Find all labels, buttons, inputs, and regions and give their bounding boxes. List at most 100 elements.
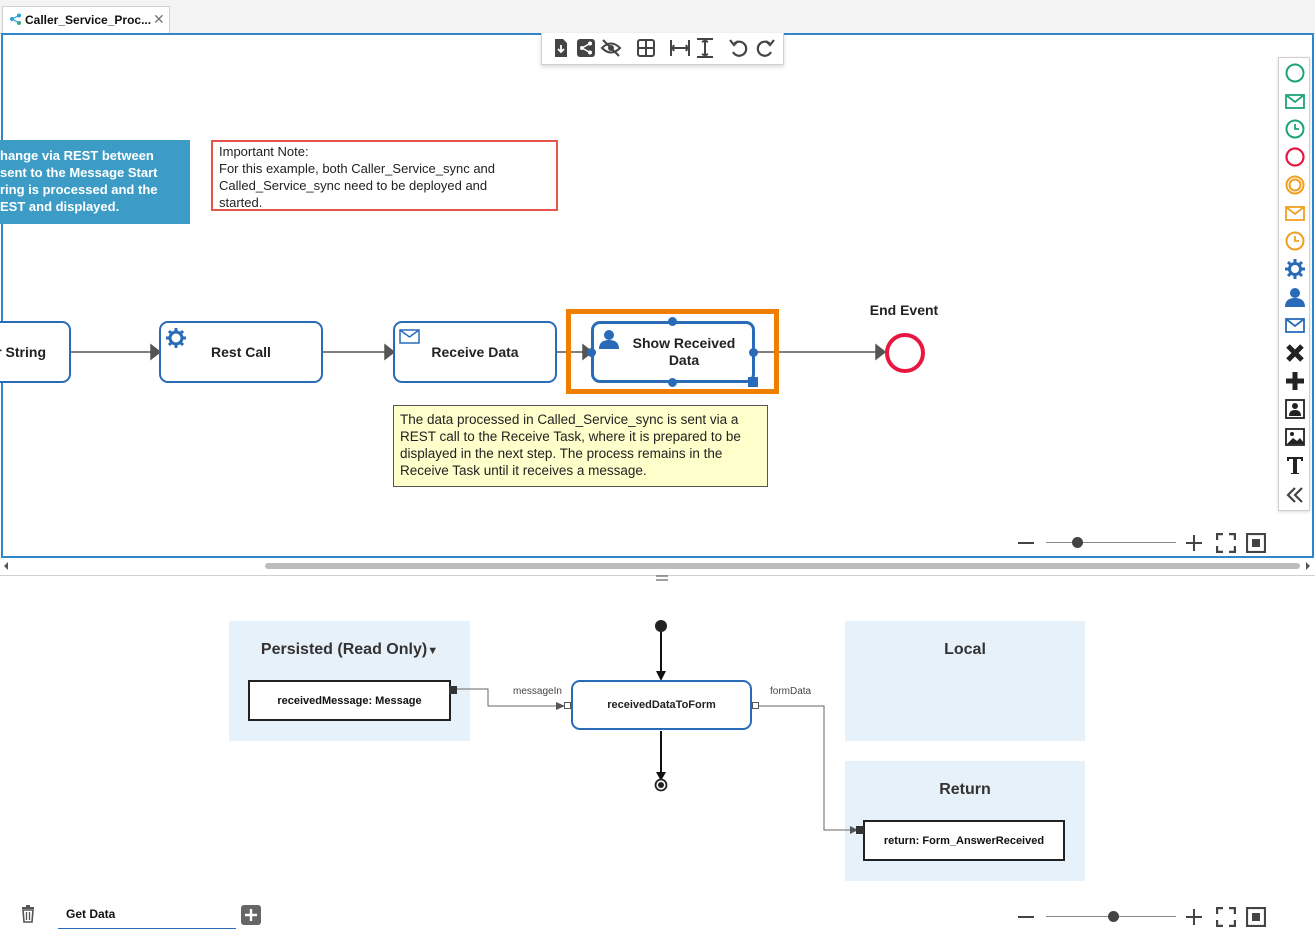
redo-icon[interactable] xyxy=(754,37,776,59)
end-event[interactable] xyxy=(885,333,925,373)
flow-out-arrow xyxy=(656,772,666,781)
blue-annotation-line: hange via REST between xyxy=(0,148,154,163)
important-note-annotation[interactable]: Important Note: For this example, both C… xyxy=(211,140,558,211)
input-port[interactable] xyxy=(564,702,571,709)
fit-to-screen-icon[interactable] xyxy=(1246,533,1266,553)
receive-task-icon[interactable] xyxy=(1284,314,1306,336)
zoom-in-icon[interactable] xyxy=(1184,533,1204,553)
fit-to-screen-icon[interactable] xyxy=(1246,907,1266,927)
received-message-field[interactable]: receivedMessage: Message xyxy=(248,680,451,721)
scroll-right-icon[interactable] xyxy=(1304,561,1312,571)
scrollbar-thumb[interactable] xyxy=(265,563,1300,569)
user-task-icon[interactable] xyxy=(1284,286,1306,308)
blue-annotation-line: ring is processed and the xyxy=(0,182,158,197)
service-task-icon[interactable] xyxy=(1284,258,1306,280)
selection-highlight xyxy=(566,309,779,394)
import-icon[interactable] xyxy=(550,37,572,59)
persisted-title[interactable]: Persisted (Read Only)▼ xyxy=(229,641,470,659)
note-line: started. xyxy=(219,195,263,210)
note-title: Important Note: xyxy=(219,144,309,159)
mapping-panel xyxy=(0,575,1315,936)
input-port[interactable] xyxy=(856,826,864,834)
zoom-in-icon[interactable] xyxy=(1184,907,1204,927)
scroll-left-icon[interactable] xyxy=(2,561,10,571)
note-line: Called_Service_sync need to be deployed … xyxy=(219,178,488,193)
output-connector xyxy=(758,705,857,831)
process-icon xyxy=(10,13,21,25)
task-receive-data[interactable]: Receive Data xyxy=(393,321,557,383)
collapse-palette-icon[interactable] xyxy=(1284,484,1306,506)
grid-icon[interactable] xyxy=(635,37,657,59)
top-zoom-controls xyxy=(1016,531,1286,555)
blue-annotation[interactable]: hange via REST between sent to the Messa… xyxy=(0,140,190,224)
resize-handle[interactable] xyxy=(748,377,758,387)
flow-end-dot-inner xyxy=(658,782,664,788)
function-box[interactable]: receivedDataToForm xyxy=(571,680,752,730)
fit-height-icon[interactable] xyxy=(694,37,716,59)
blue-annotation-line: sent to the Message Start xyxy=(0,165,158,180)
add-tab-icon[interactable] xyxy=(241,905,261,925)
blue-annotation-line: EST and displayed. xyxy=(0,199,120,214)
exclusive-gateway-icon[interactable] xyxy=(1284,342,1306,364)
flow-start-dot xyxy=(655,620,667,632)
receive-task-annotation[interactable]: The data processed in Called_Service_syn… xyxy=(393,405,768,487)
output-port[interactable] xyxy=(449,686,457,694)
end-event-label: End Event xyxy=(869,302,939,318)
text-icon[interactable] xyxy=(1284,454,1306,476)
chevron-down-icon[interactable]: ▼ xyxy=(427,645,439,657)
connection-handle[interactable] xyxy=(749,348,758,357)
end-event-icon[interactable] xyxy=(1284,146,1306,168)
connection-handle[interactable] xyxy=(587,348,596,357)
local-title: Local xyxy=(944,641,986,658)
persisted-title-text: Persisted (Read Only) xyxy=(260,641,428,658)
zoom-slider-handle[interactable] xyxy=(1108,911,1120,922)
input-label: messageIn xyxy=(513,686,562,697)
output-port[interactable] xyxy=(752,702,759,709)
connection-handle[interactable] xyxy=(668,378,677,387)
task-rest-call[interactable]: Rest Call xyxy=(159,321,323,383)
flow-4-arrow xyxy=(875,343,887,361)
intermediate-event-icon[interactable] xyxy=(1284,174,1306,196)
image-icon[interactable] xyxy=(1284,426,1306,448)
task-show-received-data[interactable]: Show Received Data xyxy=(591,321,755,383)
active-tab-underline xyxy=(58,928,236,929)
fit-width-icon[interactable] xyxy=(669,37,691,59)
undo-icon[interactable] xyxy=(728,37,750,59)
share-icon[interactable] xyxy=(575,37,597,59)
zoom-slider-handle[interactable] xyxy=(1071,537,1083,548)
canvas-toolbar xyxy=(541,33,784,65)
flow-in-arrow xyxy=(656,671,666,681)
start-event-icon[interactable] xyxy=(1284,62,1306,84)
local-zone: Local xyxy=(845,621,1085,741)
input-arrow xyxy=(556,702,565,710)
hide-icon[interactable] xyxy=(600,37,622,59)
timer-start-icon[interactable] xyxy=(1284,118,1306,140)
timer-intermediate-icon[interactable] xyxy=(1284,230,1306,252)
zoom-out-icon[interactable] xyxy=(1016,535,1036,551)
tab-close-icon[interactable]: ✕ xyxy=(153,11,165,27)
return-field[interactable]: return: Form_AnswerReceived xyxy=(863,820,1065,861)
fullscreen-icon[interactable] xyxy=(1216,907,1236,927)
bottom-zoom-controls xyxy=(1016,905,1286,929)
input-connector xyxy=(455,688,565,707)
output-arrow xyxy=(850,826,858,834)
fullscreen-icon[interactable] xyxy=(1216,533,1236,553)
mapping-connectors xyxy=(455,620,858,834)
trash-icon[interactable] xyxy=(20,905,36,923)
user-task-icon xyxy=(599,330,619,349)
subprocess-icon[interactable] xyxy=(1284,398,1306,420)
task-string[interactable]: r String xyxy=(0,321,71,383)
get-data-tab-label[interactable]: Get Data xyxy=(66,907,116,921)
task-label: Receive Data xyxy=(431,344,519,360)
message-start-icon[interactable] xyxy=(1284,90,1306,112)
task-label: Rest Call xyxy=(211,344,271,360)
connection-handle[interactable] xyxy=(668,317,677,326)
editor-tab[interactable]: Caller_Service_Proc... ✕ xyxy=(2,6,170,33)
panel-splitter-icon[interactable] xyxy=(655,574,669,582)
zoom-out-icon[interactable] xyxy=(1016,909,1036,925)
parallel-gateway-icon[interactable] xyxy=(1284,370,1306,392)
flow-2-arrow xyxy=(384,343,396,361)
zoom-slider-track[interactable] xyxy=(1046,542,1176,543)
output-label: formData xyxy=(770,686,812,697)
message-intermediate-icon[interactable] xyxy=(1284,202,1306,224)
